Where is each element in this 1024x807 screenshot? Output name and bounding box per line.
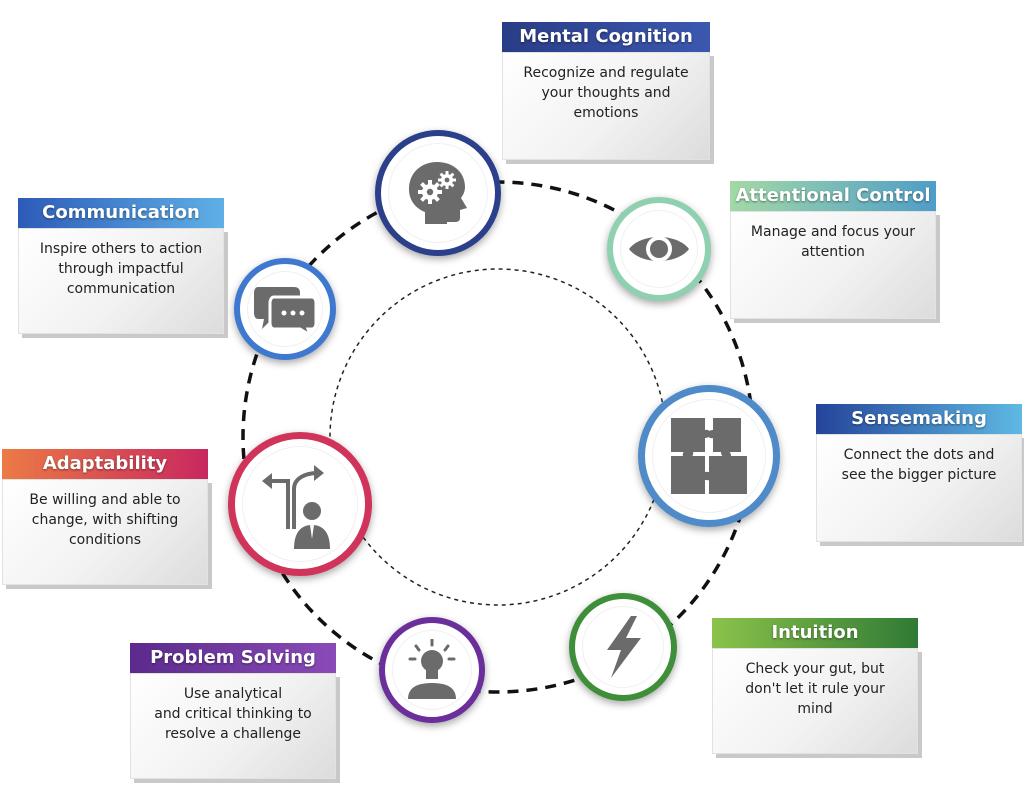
adaptability-line-3: conditions	[68, 532, 142, 548]
problem-solving-line-2: and critical thinking to	[154, 706, 312, 722]
attentional-control-title: Attentional Control	[730, 181, 936, 211]
intuition-line-1: Check your gut, but	[745, 661, 885, 677]
intuition-node[interactable]	[569, 593, 677, 701]
attentional-control-card: Attentional Control Manage and focus you…	[730, 181, 936, 319]
adaptability-line-1: Be willing and able to	[29, 492, 181, 508]
communication-node[interactable]	[234, 258, 336, 360]
adaptability-line-2: change, with shifting	[31, 512, 179, 528]
inner-dashed-ring	[329, 268, 667, 606]
problem-solving-title: Problem Solving	[130, 643, 336, 673]
mental-cognition-line-2: your thoughts and	[541, 85, 671, 101]
communication-line-1: Inspire others to action	[39, 241, 203, 257]
speech-bubbles-icon	[254, 287, 316, 335]
intuition-title: Intuition	[712, 618, 918, 648]
puzzle-icon	[671, 418, 747, 494]
sensemaking-node[interactable]	[638, 385, 780, 527]
problem-solving-card: Problem Solving Use analytical and criti…	[130, 643, 336, 779]
adaptability-node[interactable]	[228, 432, 372, 576]
problem-solving-node[interactable]	[379, 617, 485, 723]
eye-icon	[629, 236, 689, 262]
intuition-card: Intuition Check your gut, but don't let …	[712, 618, 918, 754]
problem-solving-line-1: Use analytical	[183, 686, 283, 702]
communication-line-2: through impactful	[58, 261, 184, 277]
attentional-control-line-2: attention	[801, 244, 865, 260]
sensemaking-line-1: Connect the dots and	[843, 447, 995, 463]
lightbulb-person-icon	[408, 639, 456, 699]
intuition-line-3: mind	[797, 701, 833, 717]
communication-card: Communication Inspire others to action t…	[18, 198, 224, 334]
sensemaking-title: Sensemaking	[816, 404, 1022, 434]
mental-cognition-line-1: Recognize and regulate	[523, 65, 689, 81]
arrows-person-icon	[262, 465, 330, 549]
mental-cognition-card: Mental Cognition Recognize and regulate …	[502, 22, 710, 160]
adaptability-title: Adaptability	[2, 449, 208, 479]
attentional-control-node[interactable]	[607, 197, 711, 301]
communication-line-3: communication	[66, 281, 176, 297]
sensemaking-card: Sensemaking Connect the dots and see the…	[816, 404, 1022, 542]
mental-cognition-line-3: emotions	[573, 105, 639, 121]
brain-gears-icon	[409, 162, 467, 224]
problem-solving-line-3: resolve a challenge	[164, 726, 302, 742]
lightning-icon	[607, 616, 641, 678]
attentional-control-line-1: Manage and focus your	[750, 224, 916, 240]
intuition-line-2: don't let it rule your	[745, 681, 885, 697]
sensemaking-line-2: see the bigger picture	[841, 467, 997, 483]
communication-title: Communication	[18, 198, 224, 228]
adaptability-card: Adaptability Be willing and able to chan…	[2, 449, 208, 585]
mental-cognition-title: Mental Cognition	[502, 22, 710, 52]
mental-cognition-node[interactable]	[375, 130, 501, 256]
